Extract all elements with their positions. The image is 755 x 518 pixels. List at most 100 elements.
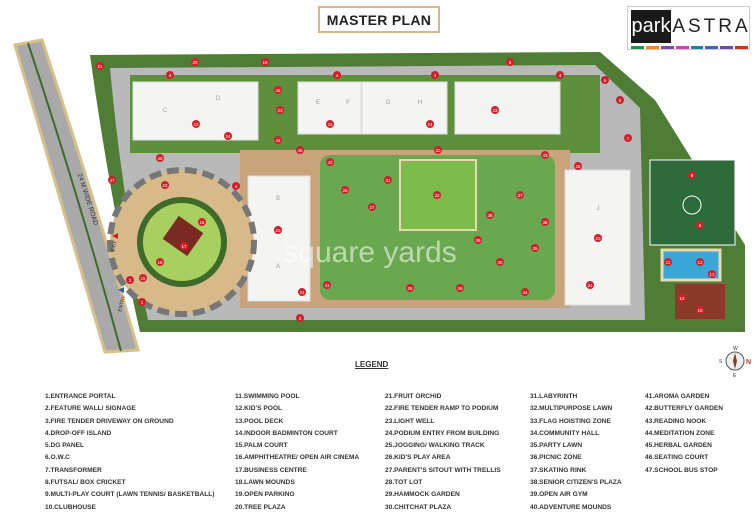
map-marker: [516, 191, 524, 199]
map-marker: [326, 158, 334, 166]
map-marker-label: 17: [181, 244, 187, 249]
legend-item: 45.HERBAL GARDEN: [645, 442, 712, 450]
legend-item: 28.TOT LOT: [385, 479, 423, 487]
map-marker: [664, 258, 672, 266]
logo-stripe: [720, 46, 734, 49]
legend-item: 19.OPEN PARKING: [235, 491, 295, 499]
map-marker-label: 23: [277, 108, 283, 113]
map-marker: [574, 162, 582, 170]
map-marker-label: 24: [427, 122, 433, 127]
map-marker-label: 12: [697, 260, 703, 265]
map-marker: [341, 186, 349, 194]
logo-stripe: [645, 46, 659, 49]
map-marker: [180, 242, 188, 250]
map-marker-label: 14: [679, 296, 685, 301]
compass-n: N: [746, 359, 751, 366]
legend-item: 34.COMMUNITY HALL: [530, 429, 600, 437]
legend-item: 43.READING NOOK: [645, 417, 707, 425]
map-marker: [406, 284, 414, 292]
map-marker: [521, 288, 529, 296]
map-marker: [474, 236, 482, 244]
legend-item: 5.DG PANEL: [45, 442, 85, 450]
map-marker: [156, 258, 164, 266]
map-marker-label: 4: [559, 73, 562, 78]
tower-cd: [132, 81, 259, 141]
map-marker: [433, 191, 441, 199]
map-marker-label: 39: [475, 238, 481, 243]
map-marker: [161, 181, 169, 189]
map-marker-label: 46: [297, 148, 303, 153]
tower-label: F: [346, 100, 350, 106]
map-marker: [261, 58, 269, 66]
logo-stripe: [735, 46, 748, 49]
map-marker-label: 23: [492, 108, 498, 113]
legend-item: 37.SKATING RINK: [530, 466, 587, 474]
map-marker-label: 18: [157, 260, 163, 265]
map-marker-label: 4: [336, 73, 339, 78]
map-marker-label: 30: [497, 260, 503, 265]
map-marker-label: 6: [619, 98, 622, 103]
map-marker-label: 21: [97, 64, 103, 69]
map-marker-label: 24: [225, 134, 231, 139]
tower-ab: [247, 175, 311, 302]
watermark: square yards: [283, 236, 456, 269]
map-marker: [296, 314, 304, 322]
map-marker-label: 16: [199, 220, 205, 225]
legend-item: 10.CLUBHOUSE: [45, 503, 96, 511]
map-marker: [224, 132, 232, 140]
map-marker-label: 34: [522, 290, 528, 295]
map-marker: [274, 86, 282, 94]
legend-item: 23.LIGHT WELL: [385, 417, 435, 425]
map-marker: [688, 171, 696, 179]
map-marker-label: 9: [699, 223, 702, 228]
logo-stripe: [705, 46, 719, 49]
legend-item: 30.CHITCHAT PLAZA: [385, 503, 452, 511]
map-marker: [486, 211, 494, 219]
tower-gh: [361, 81, 448, 135]
legend-item: 42.BUTTERFLY GARDEN: [645, 405, 724, 413]
map-marker: [624, 134, 632, 142]
legend-item: 35.PARTY LAWN: [530, 442, 583, 450]
legend-item: 11.SWIMMING POOL: [235, 393, 300, 400]
compass-s: S: [719, 359, 723, 365]
map-marker-label: 4: [169, 73, 172, 78]
legend-item: 44.MEDITATION ZONE: [645, 429, 715, 437]
map-marker: [431, 71, 439, 79]
legend-item: 26.KID'S PLAY AREA: [385, 454, 451, 462]
map-marker-label: 4: [434, 73, 437, 78]
map-marker: [166, 71, 174, 79]
map-marker-label: 35: [532, 246, 538, 251]
map-marker: [696, 221, 704, 229]
map-marker: [276, 106, 284, 114]
map-marker: [601, 76, 609, 84]
map-marker: [696, 258, 704, 266]
legend-item: 40.ADVENTURE MOUNDS: [530, 503, 612, 511]
map-marker: [232, 182, 240, 190]
map-marker-label: 41: [324, 283, 330, 288]
tower-label: A: [276, 264, 280, 270]
legend-item: 18.LAWN MOUNDS: [235, 479, 295, 487]
legend-item: 36.PICNIC ZONE: [530, 454, 582, 462]
map-marker-label: 27: [369, 205, 375, 210]
logo-park: park: [631, 10, 671, 43]
map-marker: [531, 244, 539, 252]
entry-arrow-icon: [118, 287, 124, 293]
legend-item: 22.FIRE TENDER RAMP TO PODIUM: [385, 405, 499, 413]
map-marker: [491, 106, 499, 114]
map-marker-label: 24: [327, 122, 333, 127]
map-marker-label: 5: [604, 78, 607, 83]
map-marker-label: 24: [299, 290, 305, 295]
map-marker: [126, 276, 134, 284]
map-marker-label: 8: [691, 173, 694, 178]
map-marker: [326, 120, 334, 128]
map-marker-label: 38: [542, 220, 548, 225]
legend-item: 32.MULTIPURPOSE LAWN: [530, 405, 613, 413]
brand-logo: park ASTRA: [627, 6, 750, 50]
map-marker-label: 42: [327, 160, 333, 165]
map-marker-label: 45: [275, 88, 281, 93]
map-marker-label: 11: [666, 260, 671, 265]
